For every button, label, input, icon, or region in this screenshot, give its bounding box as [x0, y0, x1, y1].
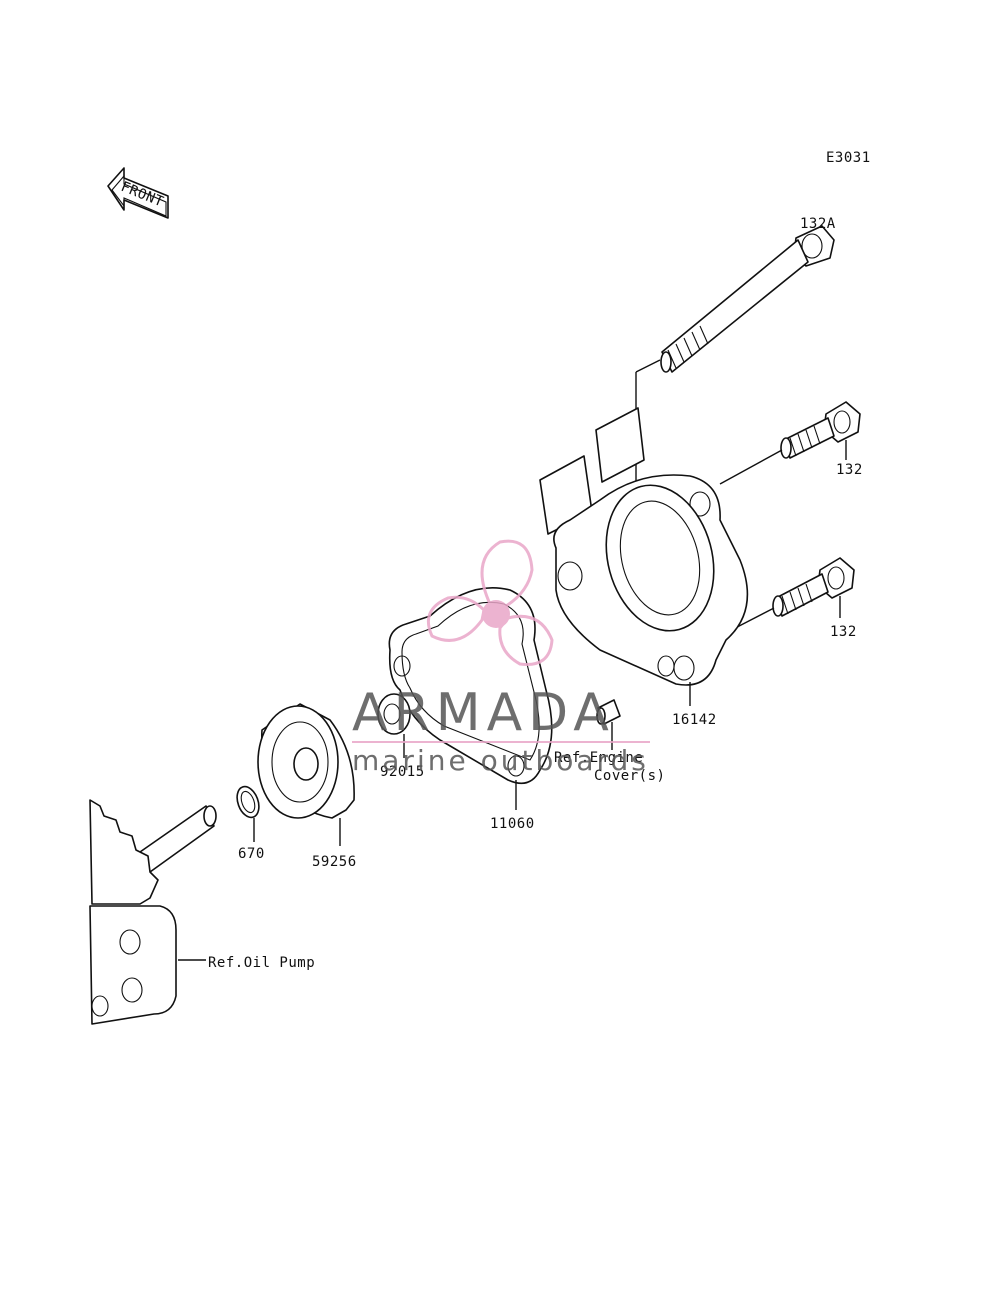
- impeller-59256: [257, 703, 355, 846]
- watermark-brand: ARMADA: [352, 683, 615, 743]
- part-label-92015: 92015: [380, 764, 425, 780]
- o-ring-670: [236, 785, 260, 842]
- pump-cover-16142: [539, 407, 749, 706]
- part-label-132-upper: 132: [836, 462, 863, 478]
- part-label-59256: 59256: [312, 854, 357, 870]
- part-label-132a: 132A: [800, 216, 836, 232]
- part-label-11060: 11060: [490, 816, 535, 832]
- watermark-tagline: marine outboards: [352, 744, 649, 777]
- diagram-code: E3031: [826, 150, 871, 166]
- part-label-670: 670: [238, 846, 265, 862]
- ref-oil-pump: Ref.Oil Pump: [208, 955, 315, 971]
- front-arrow-icon: FRONT: [107, 167, 169, 219]
- propeller-logo-icon: [427, 539, 554, 666]
- ref-engine-cover-line1: Ref.Engine: [554, 750, 643, 766]
- gasket-11060: [388, 587, 553, 810]
- seal-92015: [377, 693, 411, 758]
- bolt-132-upper: [719, 401, 861, 485]
- armada-watermark: ARMADA marine outboards: [352, 539, 650, 777]
- part-label-16142: 16142: [672, 712, 717, 728]
- part-label-132-lower: 132: [830, 624, 857, 640]
- ref-engine-cover-line2: Cover(s): [594, 768, 665, 784]
- bolt-132-lower: [711, 557, 855, 641]
- oil-pump-assembly: [89, 799, 217, 1025]
- engine-cover-dowel: [596, 699, 621, 750]
